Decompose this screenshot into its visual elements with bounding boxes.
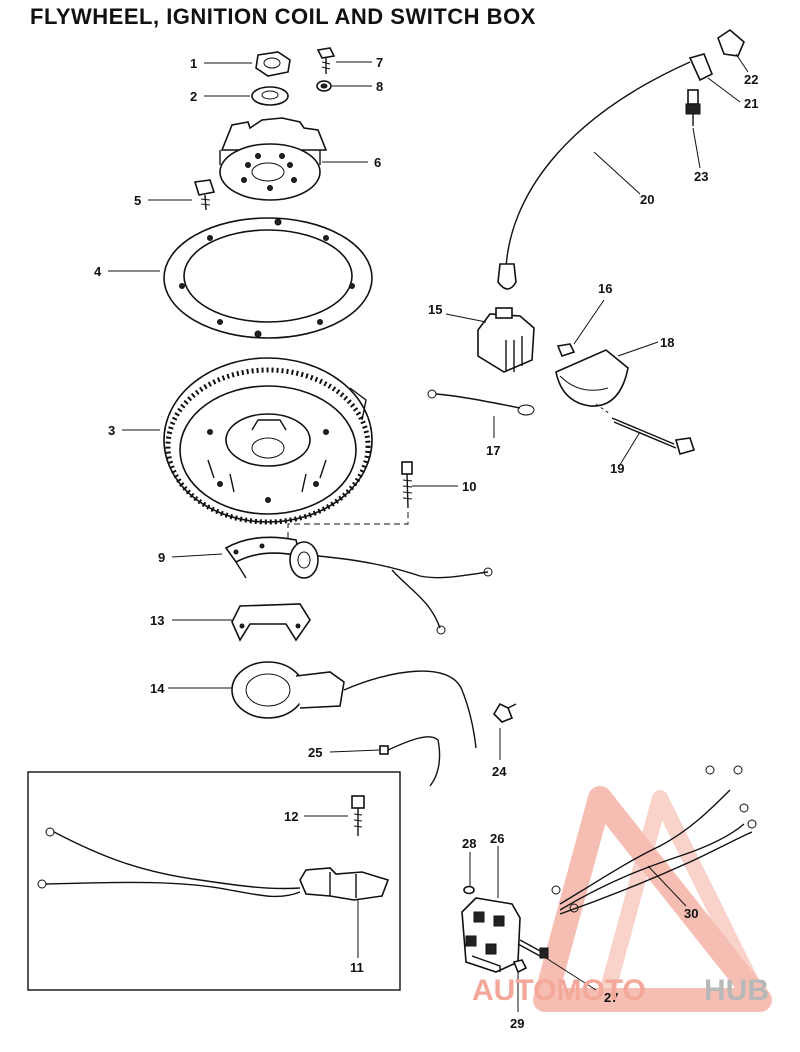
callout-22: 22 bbox=[744, 72, 758, 87]
callout-30: 30 bbox=[684, 906, 698, 921]
callout-21: 21 bbox=[744, 96, 758, 111]
leader-lines bbox=[108, 53, 749, 1012]
watermark-logo bbox=[533, 786, 772, 1012]
callout-26: 26 bbox=[490, 831, 504, 846]
callout-4: 4 bbox=[94, 264, 102, 279]
callout-29: 29 bbox=[510, 1016, 524, 1031]
callout-16: 16 bbox=[598, 281, 612, 296]
callout-24: 24 bbox=[492, 764, 507, 779]
part-26-switch-box bbox=[461, 897, 521, 973]
part-22-cap bbox=[717, 28, 745, 57]
callout-15: 15 bbox=[428, 302, 442, 317]
part-14-ignition-coil bbox=[231, 661, 477, 749]
part-3-flywheel bbox=[163, 357, 373, 525]
part-17-ground-lead bbox=[427, 389, 535, 416]
callout-labels: 1 2 3 4 5 6 7 8 9 10 11 12 13 14 15 16 1… bbox=[94, 55, 758, 1031]
callout-13: 13 bbox=[150, 613, 164, 628]
part-25-lead bbox=[379, 736, 441, 787]
callout-8: 8 bbox=[376, 79, 383, 94]
part-6-flywheel-cup bbox=[219, 117, 328, 201]
callout-1: 1 bbox=[190, 56, 197, 71]
part-28-washer bbox=[463, 885, 475, 895]
kit-inset-frame bbox=[27, 771, 401, 991]
callout-17: 17 bbox=[486, 443, 500, 458]
part-29-nut bbox=[512, 959, 528, 974]
part-5-bolt bbox=[193, 179, 216, 211]
diagram-title: FLYWHEEL, IGNITION COIL AND SWITCH BOX bbox=[30, 4, 536, 29]
part-12-screw bbox=[351, 795, 365, 836]
part-19-long-bolt bbox=[595, 403, 696, 455]
callout-3: 3 bbox=[108, 423, 115, 438]
part-27-screw bbox=[517, 939, 549, 959]
part-8-lockwasher bbox=[316, 80, 332, 92]
callout-12: 12 bbox=[284, 809, 298, 824]
part-15-coil-module bbox=[477, 307, 535, 373]
callout-6: 6 bbox=[374, 155, 381, 170]
part-30-harness bbox=[551, 765, 757, 915]
callout-2: 2 bbox=[190, 89, 197, 104]
callout-23: 23 bbox=[694, 169, 708, 184]
watermark-text-primary: AUTOMOTO bbox=[472, 974, 646, 1007]
callout-25: 25 bbox=[308, 745, 322, 760]
part-9-trigger-assembly bbox=[224, 536, 493, 635]
part-1-nut bbox=[255, 51, 291, 77]
part-2-washer bbox=[251, 86, 289, 106]
callout-28: 28 bbox=[462, 836, 476, 851]
part-21-boot bbox=[688, 53, 714, 82]
part-13-bracket bbox=[231, 603, 311, 642]
callout-5: 5 bbox=[134, 193, 141, 208]
callout-18: 18 bbox=[660, 335, 674, 350]
part-23-spark-plug bbox=[685, 89, 701, 126]
callout-11: 11 bbox=[350, 960, 364, 975]
part-11-trigger-module bbox=[37, 827, 390, 901]
watermark-text-secondary: HUB bbox=[704, 974, 769, 1007]
callout-7: 7 bbox=[376, 55, 383, 70]
callout-20: 20 bbox=[640, 192, 654, 207]
part-4-ring-plate bbox=[163, 217, 373, 339]
callout-10: 10 bbox=[462, 479, 476, 494]
part-20-ht-lead bbox=[497, 61, 691, 290]
part-7-screw bbox=[316, 47, 336, 74]
part-16-nut bbox=[556, 343, 576, 357]
callout-27: 27 bbox=[604, 990, 618, 1005]
callout-14: 14 bbox=[150, 681, 165, 696]
callout-9: 9 bbox=[158, 550, 165, 565]
part-18-shield bbox=[555, 349, 629, 407]
part-10-screw bbox=[287, 461, 413, 540]
part-24-clip bbox=[492, 702, 517, 723]
callout-19: 19 bbox=[610, 461, 624, 476]
